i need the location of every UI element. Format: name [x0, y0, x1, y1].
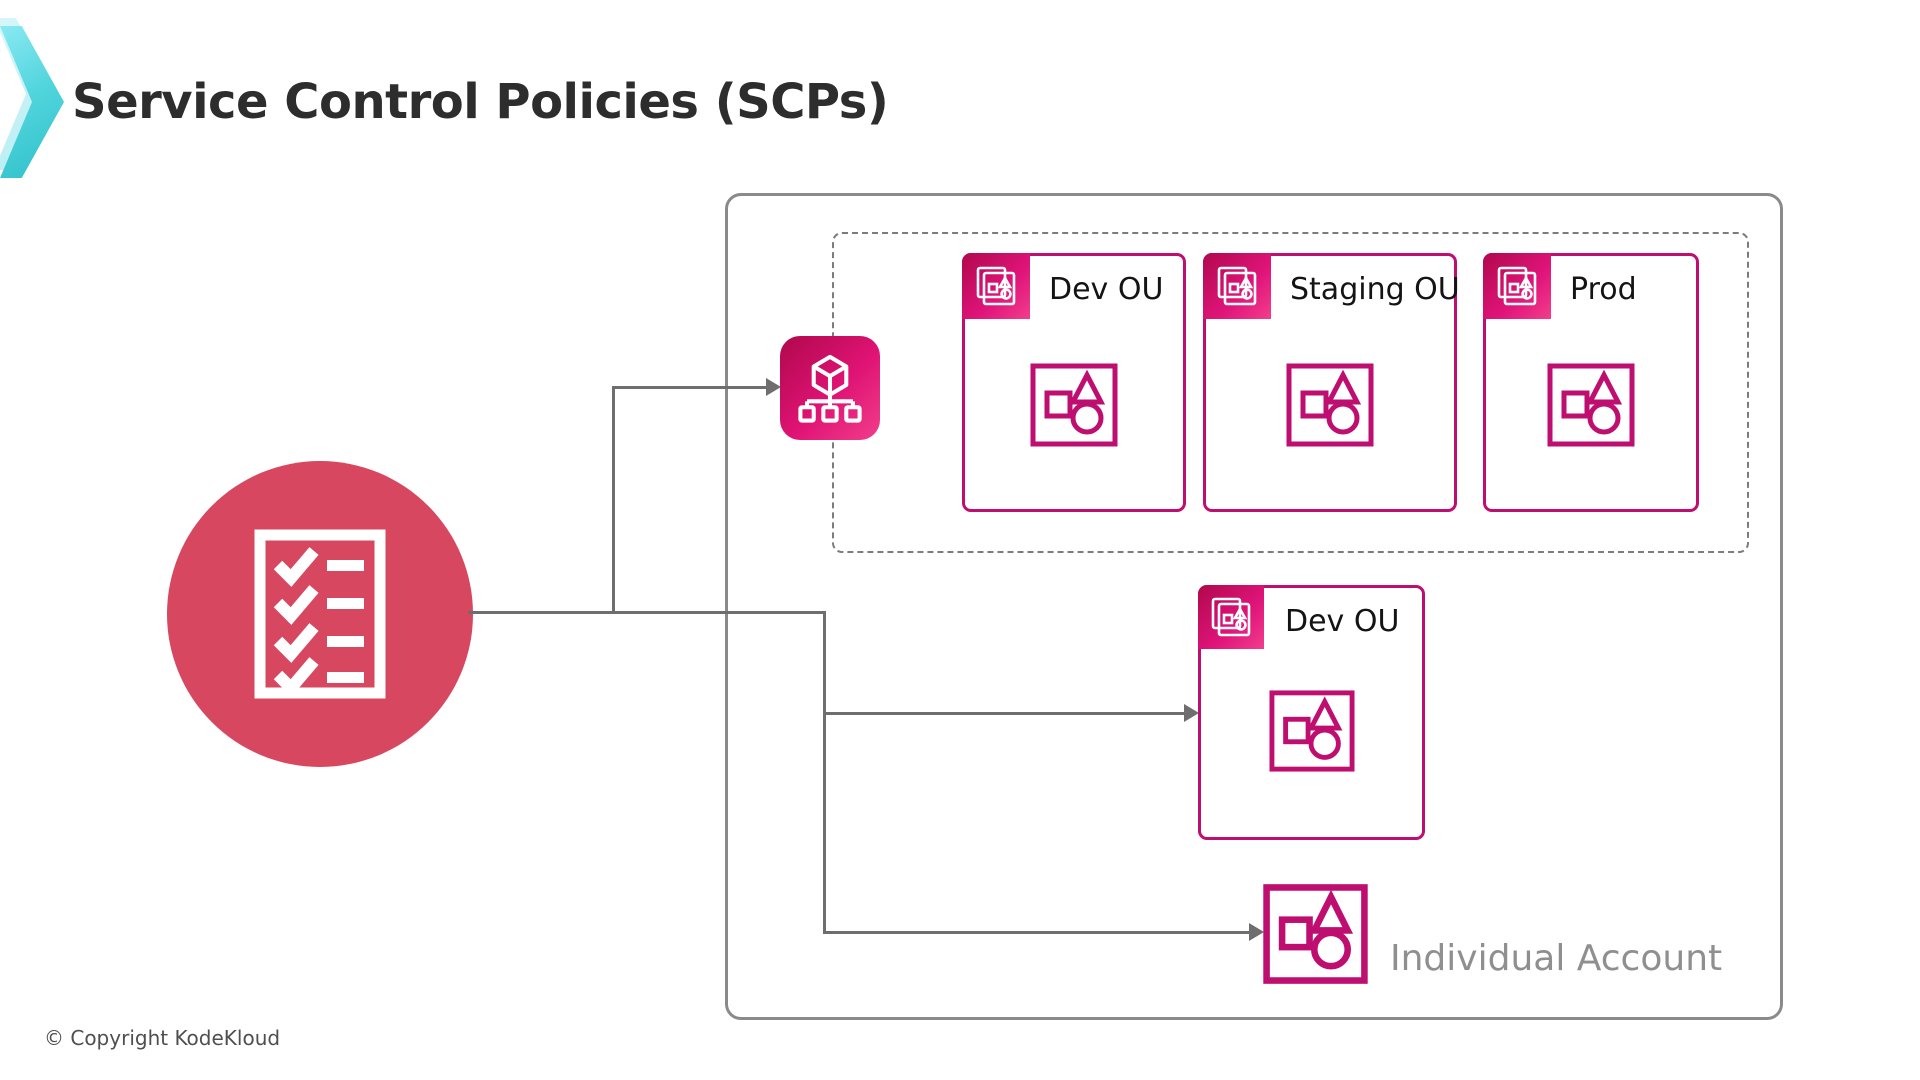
arrowhead-to-individual-account: [1249, 923, 1264, 941]
account-resources-icon: [1547, 363, 1635, 447]
ou-badge: [962, 253, 1030, 319]
ou-label: Dev OU: [1049, 272, 1164, 307]
arrowhead-to-dev-ou: [1184, 704, 1199, 722]
account-resources-icon: [1286, 363, 1374, 447]
ou-badge: [1203, 253, 1271, 319]
ou-box-staging: Staging OU: [1203, 253, 1460, 512]
ou-pages-icon: [1211, 597, 1251, 637]
ou-label: Staging OU: [1290, 272, 1460, 307]
scp-policy-circle: [167, 461, 473, 767]
ou-box-prod: Prod: [1483, 253, 1699, 512]
ou-label: Prod: [1570, 272, 1637, 307]
individual-account-label: Individual Account: [1390, 938, 1723, 979]
connector-vertical-up: [612, 386, 615, 614]
connector-to-individual-account: [823, 931, 1251, 934]
connector-to-organizations: [612, 386, 768, 389]
copyright-text: © Copyright KodeKloud: [44, 1026, 281, 1050]
ou-label: Dev OU: [1285, 604, 1400, 639]
organization-container: [725, 193, 1783, 1020]
ou-badge: [1198, 585, 1264, 649]
ou-box-dev-lower: Dev OU: [1198, 585, 1425, 840]
ou-box-dev: Dev OU: [962, 253, 1186, 512]
ou-pages-icon: [1497, 266, 1537, 306]
ou-pages-icon: [1217, 266, 1257, 306]
page-title: Service Control Policies (SCPs): [72, 74, 889, 130]
ou-pages-icon: [976, 266, 1016, 306]
individual-account-icon: [1263, 884, 1368, 984]
ou-badge: [1483, 253, 1551, 319]
account-resources-icon: [1268, 690, 1355, 772]
connector-main-horizontal: [468, 611, 826, 614]
connector-to-dev-ou: [823, 712, 1186, 715]
kodekloud-chevron-logo: [0, 18, 64, 178]
aws-organizations-icon: [780, 336, 880, 440]
arrowhead-to-organizations: [766, 378, 781, 396]
account-resources-icon: [1030, 363, 1118, 447]
connector-vertical-down: [823, 611, 826, 934]
organizations-glyph-icon: [798, 354, 862, 423]
checklist-icon: [254, 529, 386, 699]
